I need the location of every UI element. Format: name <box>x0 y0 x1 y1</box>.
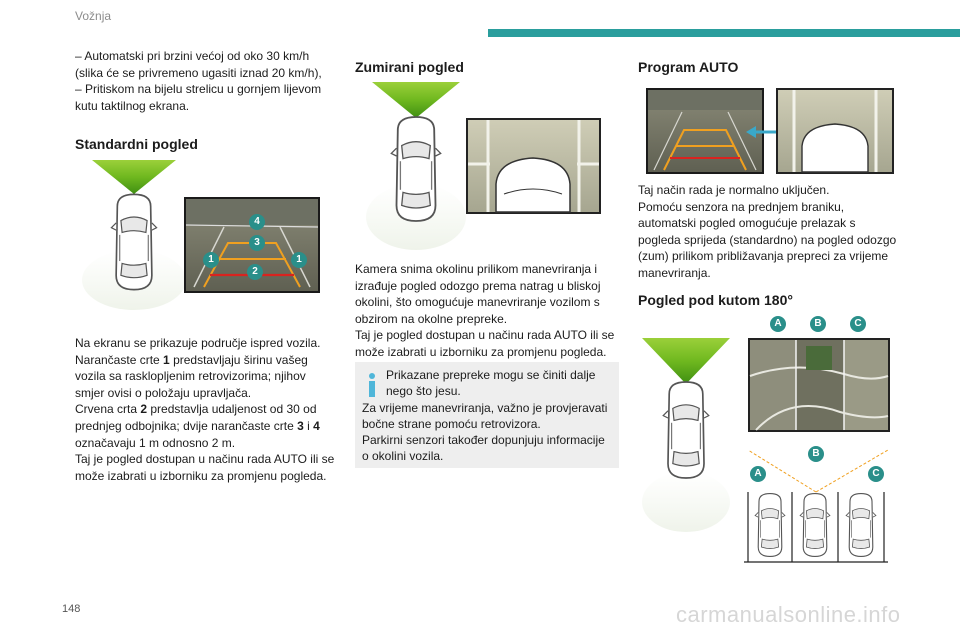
label-2: 2 <box>247 264 263 280</box>
label-a-bottom: A <box>750 466 766 482</box>
intro-line: – Automatski pri brzini većoj od oko 30 … <box>75 49 310 63</box>
section-title: Vožnja <box>75 9 112 23</box>
body-line: Pomoću senzora na prednjem braniku, <box>638 199 845 214</box>
intro-line: kutu taktilnog ekrana. <box>75 98 190 113</box>
camera-beam <box>92 160 176 194</box>
watermark: carmanualsonline.info <box>676 602 901 627</box>
zoom-view-text: Kamera snima okolinu prilikom manevriran… <box>355 261 625 361</box>
header-accent-bar <box>488 29 960 37</box>
body-line: automatski pogled omogućuje prelazak s <box>638 216 856 231</box>
label-c-bottom: C <box>868 466 884 482</box>
body-line: Crvena crta 2 predstavlja udaljenost od … <box>75 402 317 417</box>
auto-program-text: Taj način rada je normalno uključen. Pom… <box>638 182 908 282</box>
info-icon <box>365 372 379 398</box>
info-line: Parkirni senzori također dopunjuju infor… <box>362 433 605 448</box>
label-4: 4 <box>249 214 265 230</box>
angle-view-illustration: A B C B A C <box>640 316 900 566</box>
body-line: Taj je pogled dostupan u načinu rada AUT… <box>355 328 615 343</box>
page-number: 148 <box>62 603 81 615</box>
info-line: bočne strane pomoću retrovizora. <box>362 416 541 431</box>
body-line: manevriranja. <box>638 265 711 280</box>
body-line: Narančaste crte 1 predstavljaju širinu v… <box>75 352 308 367</box>
standard-view-screen: 4 3 1 1 2 <box>184 197 320 293</box>
standard-view-car-illustration <box>78 160 190 310</box>
body-line: prednjeg odbojnika; dvije narančaste crt… <box>75 418 320 433</box>
zoom-view-car-illustration <box>360 82 472 250</box>
label-a-top: A <box>770 316 786 332</box>
body-line: vozila sa rasklopljenim retrovizorima; n… <box>75 369 306 384</box>
body-line: može izabrati u izborniku za promjenu po… <box>355 344 607 359</box>
body-line: okolini, što omogućuje manevriranje vozi… <box>355 295 600 310</box>
label-b-bottom: B <box>808 446 824 462</box>
heading-zoom-view: Zumirani pogled <box>355 59 464 75</box>
info-text: Prikazane prepreke mogu se činiti dalje … <box>362 367 616 465</box>
intro-line: – Pritiskom na bijelu strelicu u gornjem… <box>75 82 322 97</box>
info-box <box>355 362 619 468</box>
body-line: Taj način rada je normalno uključen. <box>638 183 830 197</box>
body-line: označavaju 1 m odnosno 2 m. <box>75 435 236 450</box>
body-line: Na ekranu se prikazuje područje ispred v… <box>75 336 321 350</box>
info-line: o okolini vozila. <box>362 449 444 464</box>
body-line: smjer ovisi o položaju upravljača. <box>75 385 252 400</box>
standard-view-text: Na ekranu se prikazuje područje ispred v… <box>75 335 350 484</box>
zoom-view-screen <box>466 118 601 214</box>
body-line: Taj je pogled dostupan u načinu rada AUT… <box>75 452 335 467</box>
body-line: izrađuje pogled odozgo prema natrag u bl… <box>355 278 601 293</box>
intro-line: (slika će se privremeno ugasiti iznad 20… <box>75 65 322 80</box>
label-3: 3 <box>249 235 265 251</box>
info-line: Za vrijeme manevriranja, važno je provje… <box>362 400 608 415</box>
body-line: obzirom na okolne prepreke. <box>355 311 508 326</box>
heading-180-view: Pogled pod kutom 180° <box>638 292 793 308</box>
label-1-left: 1 <box>203 252 219 268</box>
info-line: Prikazane prepreke mogu se činiti dalje <box>386 368 596 382</box>
heading-auto-program: Program AUTO <box>638 59 739 75</box>
heading-standard-view: Standardni pogled <box>75 136 198 152</box>
label-b-top: B <box>810 316 826 332</box>
body-line: može izabrati u izborniku za promjenu po… <box>75 468 327 483</box>
info-line: nego što jesu. <box>386 384 461 399</box>
label-c-top: C <box>850 316 866 332</box>
intro-text: – Automatski pri brzini većoj od oko 30 … <box>75 48 345 114</box>
label-1-right: 1 <box>291 252 307 268</box>
body-line: Kamera snima okolinu prilikom manevriran… <box>355 262 598 276</box>
body-line: (zum) prilikom približavanja prepreci za… <box>638 249 889 264</box>
body-line: pogleda sprijeda (standardno) na pogled … <box>638 232 897 247</box>
camera-beam <box>372 82 460 118</box>
auto-program-illustration <box>646 88 894 174</box>
